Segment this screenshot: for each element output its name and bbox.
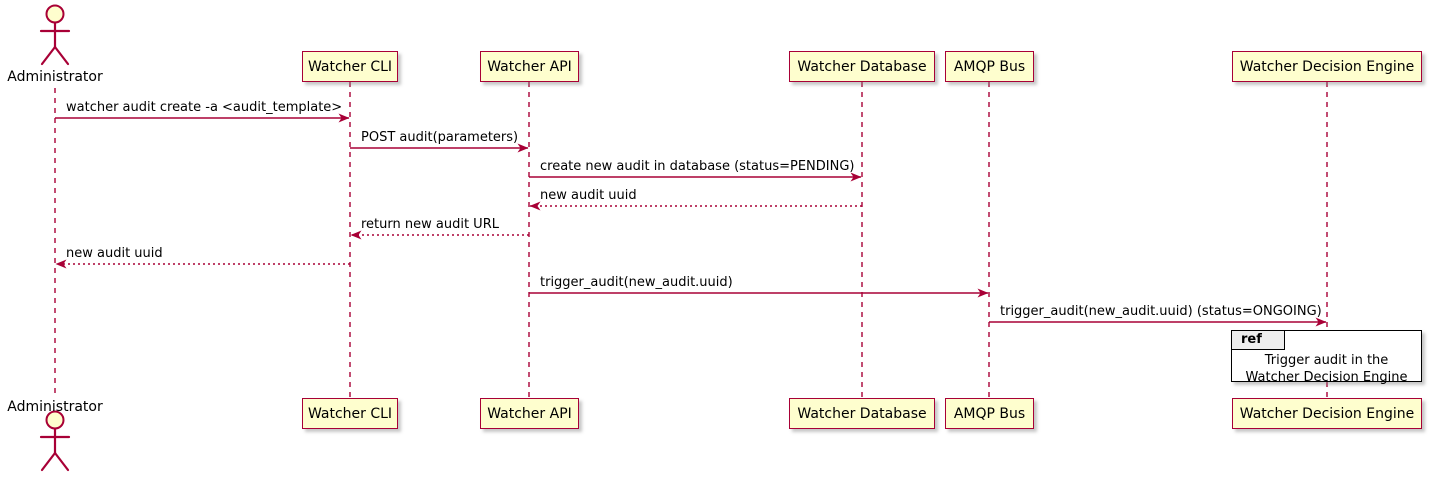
message-label-7: trigger_audit(new_audit.uuid) <box>540 275 733 290</box>
message-label-6: new audit uuid <box>66 246 163 261</box>
fragment-body-line: Watcher Decision Engine <box>1245 370 1408 385</box>
participant-watcher-database-bottom[interactable]: Watcher Database <box>789 398 935 429</box>
participant-label: Watcher Decision Engine <box>1239 58 1415 75</box>
participant-watcher-decision-engine-top[interactable]: Watcher Decision Engine <box>1232 51 1422 82</box>
participant-label: Watcher Database <box>797 405 927 422</box>
participant-amqp-bus-top[interactable]: AMQP Bus <box>945 51 1034 82</box>
participant-label: AMQP Bus <box>953 58 1026 75</box>
participant-label: Watcher API <box>487 405 572 422</box>
participant-watcher-cli-bottom[interactable]: Watcher CLI <box>302 398 398 429</box>
participant-amqp-bus-bottom[interactable]: AMQP Bus <box>945 398 1034 429</box>
message-label-5: return new audit URL <box>361 217 499 232</box>
fragment-body-line: Trigger audit in the <box>1264 353 1389 368</box>
actor-figure-administrator-bottom <box>39 410 71 472</box>
actor-figure-administrator-top <box>39 4 71 66</box>
participant-label: Watcher API <box>487 58 572 75</box>
message-label-3: create new audit in database (status=PEN… <box>540 159 855 174</box>
fragment-tab-label: ref <box>1232 331 1285 350</box>
actor-label-administrator-top: Administrator <box>7 69 103 85</box>
participant-watcher-database-top[interactable]: Watcher Database <box>789 51 935 82</box>
participant-watcher-cli-top[interactable]: Watcher CLI <box>302 51 398 82</box>
message-label-4: new audit uuid <box>540 188 637 203</box>
participant-label: AMQP Bus <box>953 405 1026 422</box>
participant-label: Watcher CLI <box>307 58 393 75</box>
message-arrows-group <box>55 113 1327 327</box>
actor-figures-group <box>39 4 71 472</box>
participant-label: Watcher CLI <box>307 405 393 422</box>
participant-watcher-api-bottom[interactable]: Watcher API <box>480 398 579 429</box>
participant-watcher-api-top[interactable]: Watcher API <box>480 51 579 82</box>
participant-label: Watcher Decision Engine <box>1239 405 1415 422</box>
message-label-1: watcher audit create -a <audit_template> <box>66 100 343 115</box>
message-label-2: POST audit(parameters) <box>361 130 519 145</box>
participant-label: Watcher Database <box>797 58 927 75</box>
participant-watcher-decision-engine-bottom[interactable]: Watcher Decision Engine <box>1232 398 1422 429</box>
actor-label-administrator-bottom: Administrator <box>7 399 103 415</box>
lifelines-group <box>54 82 1328 398</box>
message-label-8: trigger_audit(new_audit.uuid) (status=ON… <box>1000 304 1322 319</box>
